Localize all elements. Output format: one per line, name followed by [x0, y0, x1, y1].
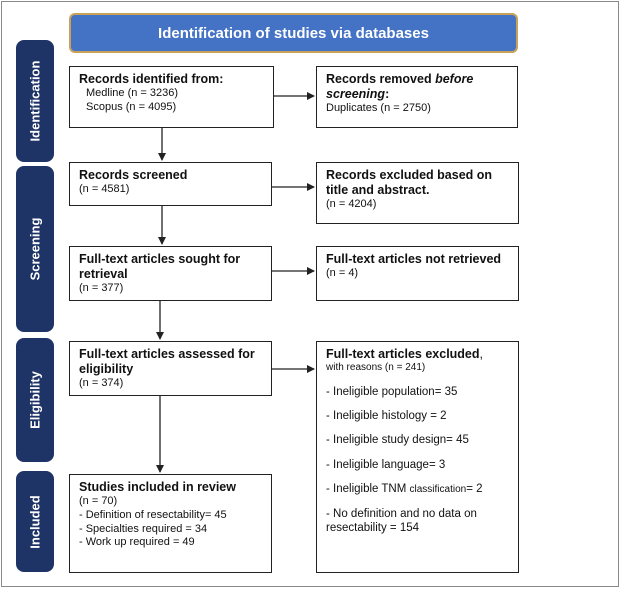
box-line: (n = 70): [79, 495, 118, 507]
reason-item-tnm: - Ineligible TNM classification= 2: [326, 483, 483, 495]
box-line: Scopus (n = 4095): [86, 100, 177, 113]
box-title: Full-text articles assessed for eligibil…: [79, 347, 255, 376]
phase-screening: Screening: [16, 166, 54, 332]
header-title: Identification of studies via databases: [158, 24, 429, 42]
records-excluded-box: Records excluded based on title and abst…: [316, 162, 519, 224]
sought-retrieval-box: Full-text articles sought for retrieval …: [69, 246, 272, 301]
reason-item: - No definition and no data on resectabi…: [326, 507, 477, 534]
box-title: Records identified from:: [79, 72, 224, 86]
box-line: - Specialties required = 34: [79, 522, 208, 535]
reason-item: - Ineligible language= 3: [326, 458, 446, 471]
box-line: - Work up required = 49: [79, 536, 195, 549]
studies-included-box: Studies included in review (n = 70) - De…: [69, 474, 272, 573]
box-line: (n = 374): [79, 377, 124, 389]
not-retrieved-box: Full-text articles not retrieved (n = 4): [316, 246, 519, 301]
box-line: (n = 377): [79, 282, 124, 294]
reason-item: - Ineligible population= 35: [326, 385, 458, 398]
box-line: (n = 4): [326, 267, 359, 279]
assessed-eligibility-box: Full-text articles assessed for eligibil…: [69, 341, 272, 396]
records-removed-box: Records removed before screening: Duplic…: [316, 66, 518, 128]
header-banner: Identification of studies via databases: [69, 13, 518, 53]
box-line: Duplicates (n = 2750): [326, 102, 431, 114]
box-title: Records excluded based on title and abst…: [326, 168, 493, 197]
box-title: Records screened: [79, 168, 188, 182]
box-line: (n = 4581): [79, 183, 130, 195]
reason-item: - Ineligible study design= 45: [326, 434, 469, 447]
box-title: Records removed before screening:: [326, 72, 474, 101]
box-title: Full-text articles sought for retrieval: [79, 252, 241, 281]
phase-eligibility: Eligibility: [16, 338, 54, 462]
records-identified-box: Records identified from: Medline (n = 32…: [69, 66, 274, 128]
box-line: Medline (n = 3236): [86, 87, 179, 99]
box-subtitle: with reasons (n = 241): [326, 362, 426, 373]
records-screened-box: Records screened (n = 4581): [69, 162, 272, 206]
reason-item: - Ineligible histology = 2: [326, 409, 447, 422]
box-title: Studies included in review: [79, 480, 236, 494]
fulltext-excluded-box: Full-text articles excluded, with reason…: [316, 341, 519, 573]
box-line: (n = 4204): [326, 198, 377, 210]
phase-included: Included: [16, 471, 54, 572]
phase-identification: Identification: [16, 40, 54, 162]
box-title: Full-text articles excluded,: [326, 347, 484, 361]
box-title: Full-text articles not retrieved: [326, 252, 502, 266]
box-line: - Definition of resectability= 45: [79, 508, 227, 521]
